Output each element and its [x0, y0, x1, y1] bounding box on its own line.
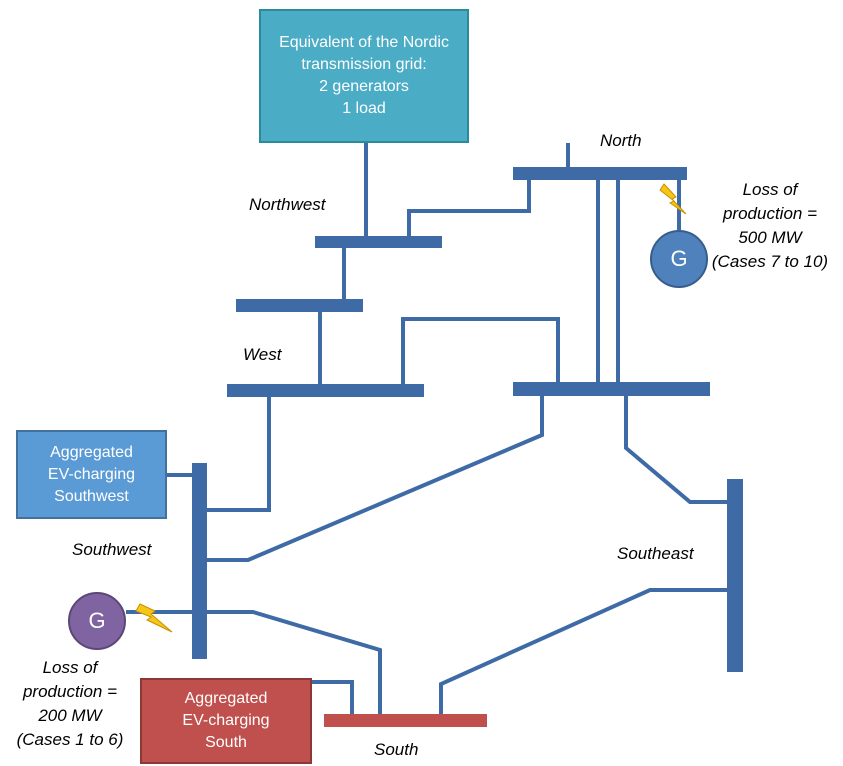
nordic-box-line-2: transmission grid: [301, 56, 427, 73]
lightning-bolt-icon [659, 183, 687, 215]
generator-southwest-symbol: G [88, 608, 106, 633]
nordic-box-line-3: 2 generators [319, 78, 409, 95]
ev-sw-line-1: Aggregated [50, 443, 133, 461]
nordic-box-line-1: Equivalent of the Nordic [279, 34, 449, 51]
bus-label-southwest: Southwest [72, 540, 152, 559]
bus-label-north: North [600, 131, 642, 150]
bus-northwest [315, 236, 442, 248]
line-southwest-south [207, 610, 382, 714]
loss-north-line-2: production = [722, 204, 818, 223]
loss-sw-line-4: (Cases 1 to 6) [16, 730, 124, 749]
ev-charging-south-box: Aggregated EV-charging South [140, 678, 312, 764]
bus-center [513, 382, 710, 396]
ev-s-line-2: EV-charging [182, 712, 270, 729]
line-west-southwest [207, 397, 271, 512]
loss-north-line-1: Loss of [742, 180, 798, 199]
bus-label-northwest: Northwest [249, 195, 326, 214]
line-center-southwest [207, 390, 544, 562]
generator-north-icon: G [650, 230, 708, 288]
loss-annotation-north: Loss of production = 500 MW (Cases 7 to … [700, 178, 840, 274]
bus-west-upper [236, 299, 363, 312]
generator-north-symbol: G [670, 246, 688, 271]
ev-sw-line-2: EV-charging [47, 465, 136, 483]
nordic-box-line-4: 1 load [342, 100, 386, 117]
generator-southwest-icon: G [68, 592, 126, 650]
bus-southwest [192, 463, 207, 659]
bus-southeast [727, 479, 743, 672]
bus-label-southeast: Southeast [617, 544, 694, 563]
line-south-southeast [439, 588, 728, 714]
bus-label-west: West [243, 345, 282, 364]
line-west-center [401, 317, 560, 384]
loss-north-line-4: (Cases 7 to 10) [711, 252, 829, 271]
loss-sw-line-2: production = [22, 682, 118, 701]
bus-label-south: South [374, 740, 419, 759]
loss-sw-line-3: 200 MW [38, 706, 102, 725]
line-center-southeast [624, 390, 728, 504]
loss-sw-line-1: Loss of [42, 658, 98, 677]
ev-s-line-1: Aggregated [184, 690, 268, 707]
lightning-bolt-icon [135, 603, 173, 633]
loss-annotation-southwest: Loss of production = 200 MW (Cases 1 to … [0, 656, 140, 752]
bus-south [324, 714, 487, 727]
nordic-grid-box: Equivalent of the Nordic transmission gr… [259, 9, 469, 143]
loss-north-line-3: 500 MW [738, 228, 802, 247]
bus-north [513, 167, 687, 180]
ev-sw-line-3: Southwest [54, 487, 129, 505]
ev-charging-southwest-box: Aggregated EV-charging Southwest [16, 430, 167, 519]
bus-west [227, 384, 424, 397]
ev-s-line-3: South [205, 734, 247, 751]
line-north-northwest [407, 174, 531, 237]
line-ev-s-south [312, 680, 354, 714]
